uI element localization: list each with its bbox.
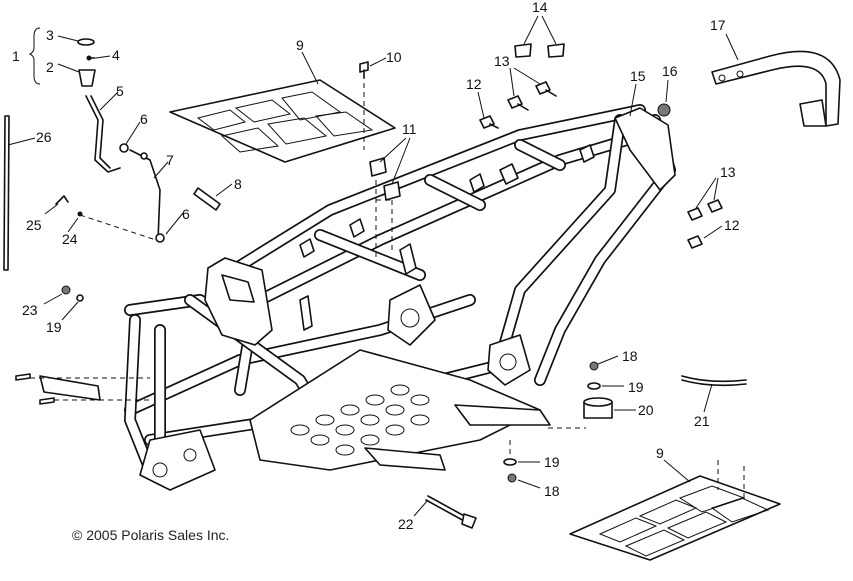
- callout-5: 5: [116, 83, 124, 99]
- callout-3: 3: [46, 27, 54, 43]
- callout-22: 22: [398, 516, 414, 532]
- part-26-cable: [3, 115, 10, 271]
- part-20-damper: [583, 397, 613, 419]
- callout-12-upper: 12: [466, 76, 482, 92]
- callout-23: 23: [22, 302, 38, 318]
- callout-19-right: 19: [628, 379, 644, 395]
- part-22-bolt: [425, 495, 477, 529]
- callout-14: 14: [532, 0, 548, 15]
- callout-19-left: 19: [46, 319, 62, 335]
- part-3-cap: [77, 38, 95, 46]
- left-small-bolt-1: [15, 373, 31, 381]
- part-2-bushing: [78, 69, 96, 87]
- callout-9-bottom: 9: [656, 445, 664, 461]
- part-13-bolts-upper: [507, 81, 557, 111]
- part-5-rod: [85, 95, 121, 173]
- part-19-washer-lower: [503, 458, 517, 466]
- callout-13-right: 13: [720, 164, 736, 180]
- part-23-nut-left: [61, 285, 71, 295]
- part-10-bolt: [359, 61, 369, 79]
- part-13-bolts-right: [687, 199, 723, 221]
- part-18-nut-right: [589, 361, 599, 371]
- callout-15: 15: [630, 68, 646, 84]
- callout-19-lower: 19: [544, 454, 560, 470]
- callout-8: 8: [234, 176, 242, 192]
- part-19-washer-right: [587, 382, 601, 390]
- callout-13-upper: 13: [494, 53, 510, 69]
- part-25-clip: [55, 195, 69, 205]
- part-6-clip-bottom: [155, 233, 165, 243]
- part-16-nut: [657, 103, 671, 117]
- callout-24: 24: [62, 231, 78, 247]
- callout-12-right: 12: [724, 217, 740, 233]
- part-11-grommets: [369, 157, 401, 201]
- part-12-bolt-upper: [479, 115, 499, 129]
- part-18-nut-lower: [507, 473, 517, 483]
- callout-9-top: 9: [296, 37, 304, 53]
- callout-7: 7: [166, 152, 174, 168]
- callout-6-bottom: 6: [182, 206, 190, 222]
- part-9-plate-bottom: [569, 475, 781, 561]
- part-8-pin: [193, 187, 221, 211]
- callout-18-right: 18: [622, 348, 638, 364]
- part-12-bolt-right: [687, 235, 703, 249]
- part-14-caps: [514, 43, 565, 58]
- callout-10: 10: [386, 49, 402, 65]
- main-frame: [124, 104, 676, 491]
- callout-20: 20: [638, 402, 654, 418]
- callout-26: 26: [36, 129, 52, 145]
- callout-18-lower: 18: [544, 483, 560, 499]
- part-1-bracket: [28, 27, 41, 85]
- copyright-notice: © 2005 Polaris Sales Inc.: [72, 527, 230, 543]
- callout-4: 4: [112, 47, 120, 63]
- left-bracket-plate: [39, 375, 101, 401]
- callout-11: 11: [402, 121, 417, 137]
- part-4-screw: [86, 55, 96, 61]
- callout-6-top: 6: [140, 111, 148, 127]
- callout-16: 16: [662, 63, 678, 79]
- part-17-grab-bar: [711, 50, 841, 127]
- part-19-washer-left: [76, 294, 84, 302]
- part-24-nut: [77, 211, 83, 217]
- left-small-bolt-2: [39, 397, 55, 405]
- skid-plate-holes: [290, 384, 430, 456]
- callout-17: 17: [710, 17, 726, 33]
- part-21-strap: [681, 375, 747, 383]
- callout-1: 1: [12, 48, 20, 64]
- callout-2: 2: [46, 59, 54, 75]
- callout-labels: 1 2 3 4 5 6 6 7 8 9 9 10 11 12 12 13 13 …: [12, 0, 740, 532]
- callout-25: 25: [26, 217, 42, 233]
- part-6-clip-top: [119, 143, 129, 153]
- callout-21: 21: [694, 413, 710, 429]
- part-9-plate-top: [169, 79, 396, 163]
- part-7-link-rod: [129, 149, 161, 241]
